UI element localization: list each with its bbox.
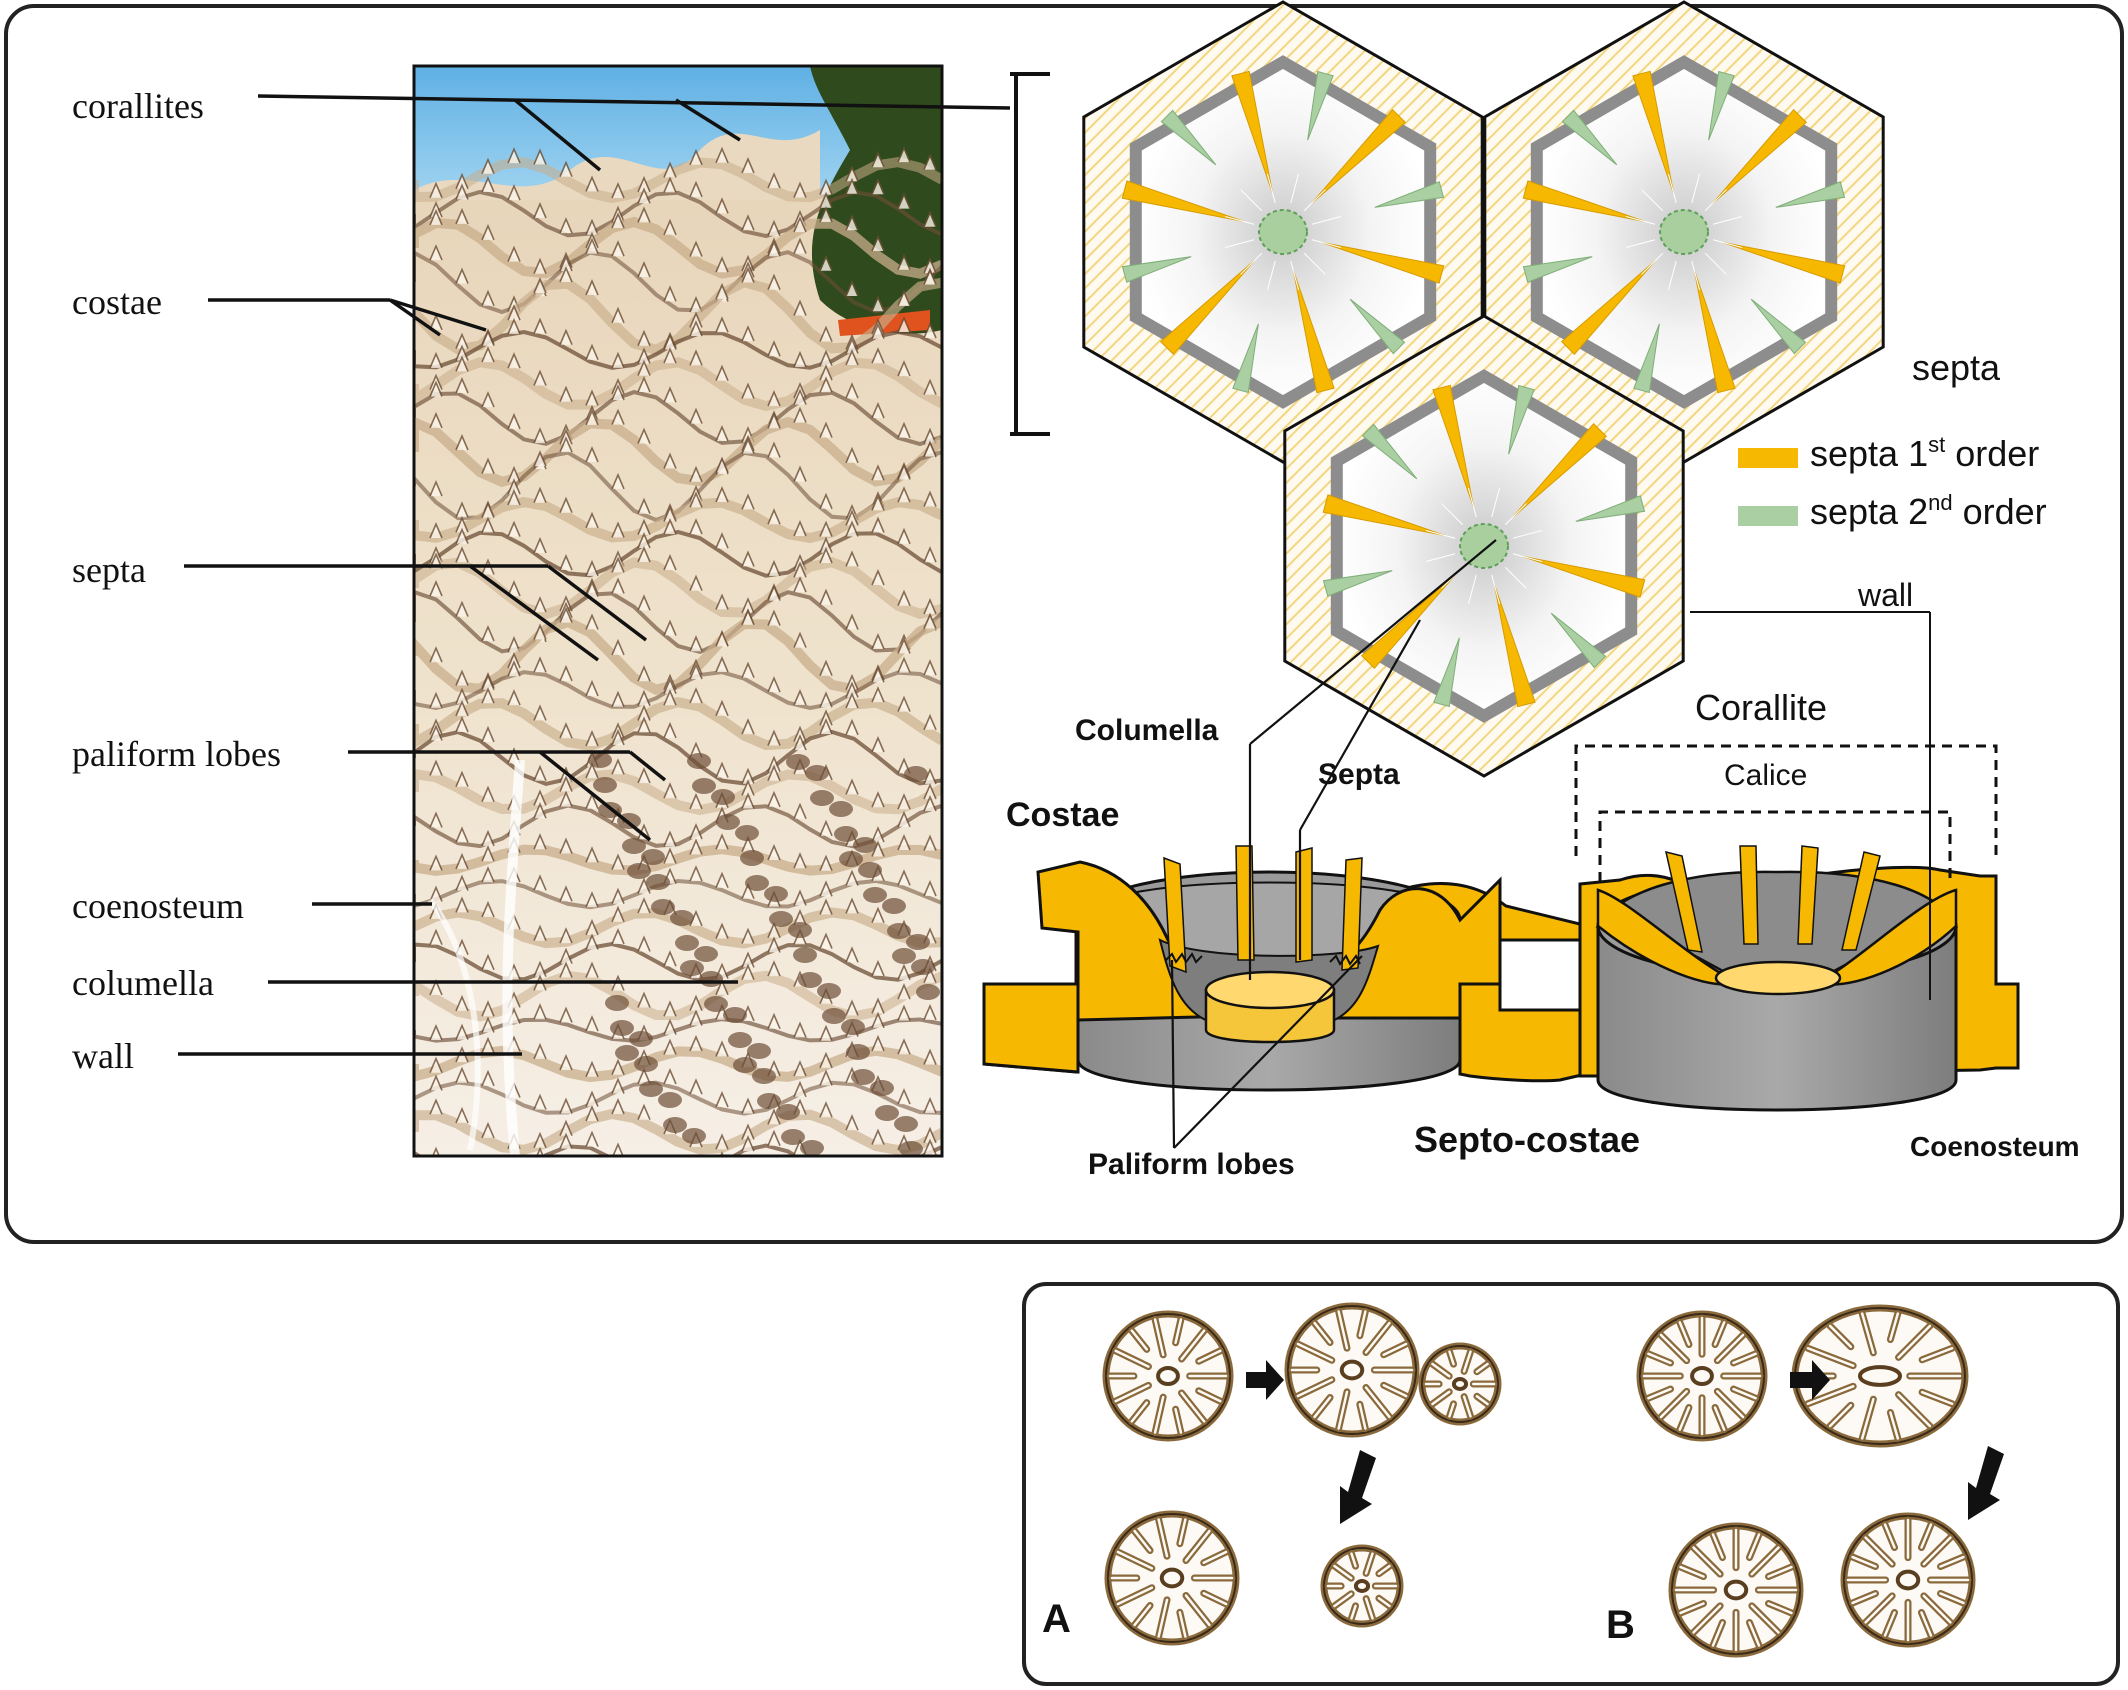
septum-second-order xyxy=(1160,109,1217,166)
label-a: A xyxy=(1042,1597,1071,1641)
septum-first-order xyxy=(1360,573,1457,670)
septum-second-order xyxy=(1550,612,1607,669)
label-coenosteum: coenosteum xyxy=(72,886,244,926)
septum-first-order xyxy=(1159,259,1256,356)
label-wall: wall xyxy=(72,1036,134,1076)
columella-right xyxy=(1714,960,1842,996)
label-columella-xs: Columella xyxy=(1075,714,1219,747)
corallite-bracket xyxy=(1574,744,1998,856)
legend-swatch-first-order xyxy=(1738,448,1798,468)
polyp-outline xyxy=(1104,1510,1240,1646)
illustration-border xyxy=(412,64,944,1158)
septum-first-order xyxy=(1711,108,1808,205)
polyp-outline xyxy=(1668,1522,1804,1658)
septum-second-order xyxy=(1750,298,1807,355)
hex-corallite xyxy=(1082,0,1484,464)
septum-second-order xyxy=(1508,384,1535,455)
label-coenosteum-xs: Coenosteum xyxy=(1910,1131,2080,1162)
septum-first-order xyxy=(1560,259,1657,356)
septum-second-order xyxy=(1575,495,1646,522)
septum-first-order xyxy=(1432,384,1475,508)
hexagonal-corallites xyxy=(1082,0,1885,778)
septum-second-order xyxy=(1561,109,1618,166)
hex-corallite xyxy=(1283,314,1685,778)
septum-first-order xyxy=(1121,180,1245,223)
label-wall-hex: wall xyxy=(1857,577,1913,613)
label-costae-xs: Costae xyxy=(1006,796,1119,834)
septum-first-order xyxy=(1511,422,1608,519)
septum-second-order xyxy=(1708,70,1735,141)
septum-second-order xyxy=(1361,423,1418,480)
cross-section-labels: Columella Septa Costae Paliform lobes Se… xyxy=(1006,714,2080,1181)
label-septo-costae: Septo-costae xyxy=(1414,1119,1640,1160)
septum-first-order xyxy=(1632,70,1675,194)
label-paliform-lobes: paliform lobes xyxy=(72,734,281,774)
septum-first-order xyxy=(1722,241,1846,284)
cross-section xyxy=(982,539,2020,1149)
coral-band-group xyxy=(414,146,942,1156)
label-septa: septa xyxy=(72,550,146,590)
label-b: B xyxy=(1606,1603,1635,1647)
columella-dot xyxy=(1459,523,1509,569)
coral-illustration xyxy=(414,66,942,1156)
arrow-a-right xyxy=(1246,1360,1284,1400)
legend-second-order: septa 2nd order xyxy=(1810,490,2047,532)
polyp-outline xyxy=(1284,1302,1420,1438)
label-paliform-xs: Paliform lobes xyxy=(1088,1148,1295,1181)
septum-first-order xyxy=(1322,494,1446,537)
arrow-b-right xyxy=(1790,1360,1830,1400)
legend-first-order: septa 1st order xyxy=(1810,432,2039,474)
septum-second-order xyxy=(1433,637,1460,708)
septum-second-order xyxy=(1633,323,1660,394)
septum-second-order xyxy=(1775,181,1846,208)
septum-first-order xyxy=(1310,108,1407,205)
label-septa-hex: septa xyxy=(1912,347,2001,388)
columella-dot xyxy=(1258,209,1308,255)
legend-swatch-second-order xyxy=(1738,506,1798,526)
septum-second-order xyxy=(1232,323,1259,394)
arrow-b-down xyxy=(1968,1446,2004,1520)
label-calice: Calice xyxy=(1724,759,1807,792)
polyp-outline xyxy=(1636,1310,1768,1442)
leader-corallites xyxy=(257,94,1011,110)
label-corallite: Corallite xyxy=(1695,687,1827,728)
polyp-outline xyxy=(1840,1512,1976,1648)
septum-first-order xyxy=(1522,180,1646,223)
septum-second-order xyxy=(1349,298,1406,355)
septum-first-order xyxy=(1522,555,1646,598)
label-costae: costae xyxy=(72,282,162,322)
septum-second-order xyxy=(1121,256,1192,283)
leader-lines-left xyxy=(178,94,1011,1056)
septum-second-order xyxy=(1322,570,1393,597)
division-arrows xyxy=(1246,1360,2004,1524)
septum-second-order xyxy=(1374,181,1445,208)
polyp-outline xyxy=(1418,1342,1502,1426)
label-septa-xs: Septa xyxy=(1318,758,1400,791)
septum-first-order xyxy=(1693,270,1736,394)
columella-dot xyxy=(1659,209,1709,255)
arrow-a-down xyxy=(1340,1450,1376,1524)
septum-second-order xyxy=(1307,70,1334,141)
left-label-group: corallites costae septa paliform lobes c… xyxy=(72,86,281,1076)
polyp-outline xyxy=(1320,1544,1404,1628)
label-corallites: corallites xyxy=(72,86,204,126)
calice-bracket xyxy=(1598,810,1952,882)
septum-first-order xyxy=(1292,270,1335,394)
hex-corallite xyxy=(1483,0,1885,464)
septum-first-order xyxy=(1231,70,1274,194)
polyp-outline xyxy=(1102,1310,1234,1442)
septum-first-order xyxy=(1493,584,1536,708)
septum-second-order xyxy=(1522,256,1593,283)
septum-first-order xyxy=(1321,241,1445,284)
legend: septa 1st order septa 2nd order xyxy=(1738,432,2047,532)
label-columella: columella xyxy=(72,963,214,1003)
